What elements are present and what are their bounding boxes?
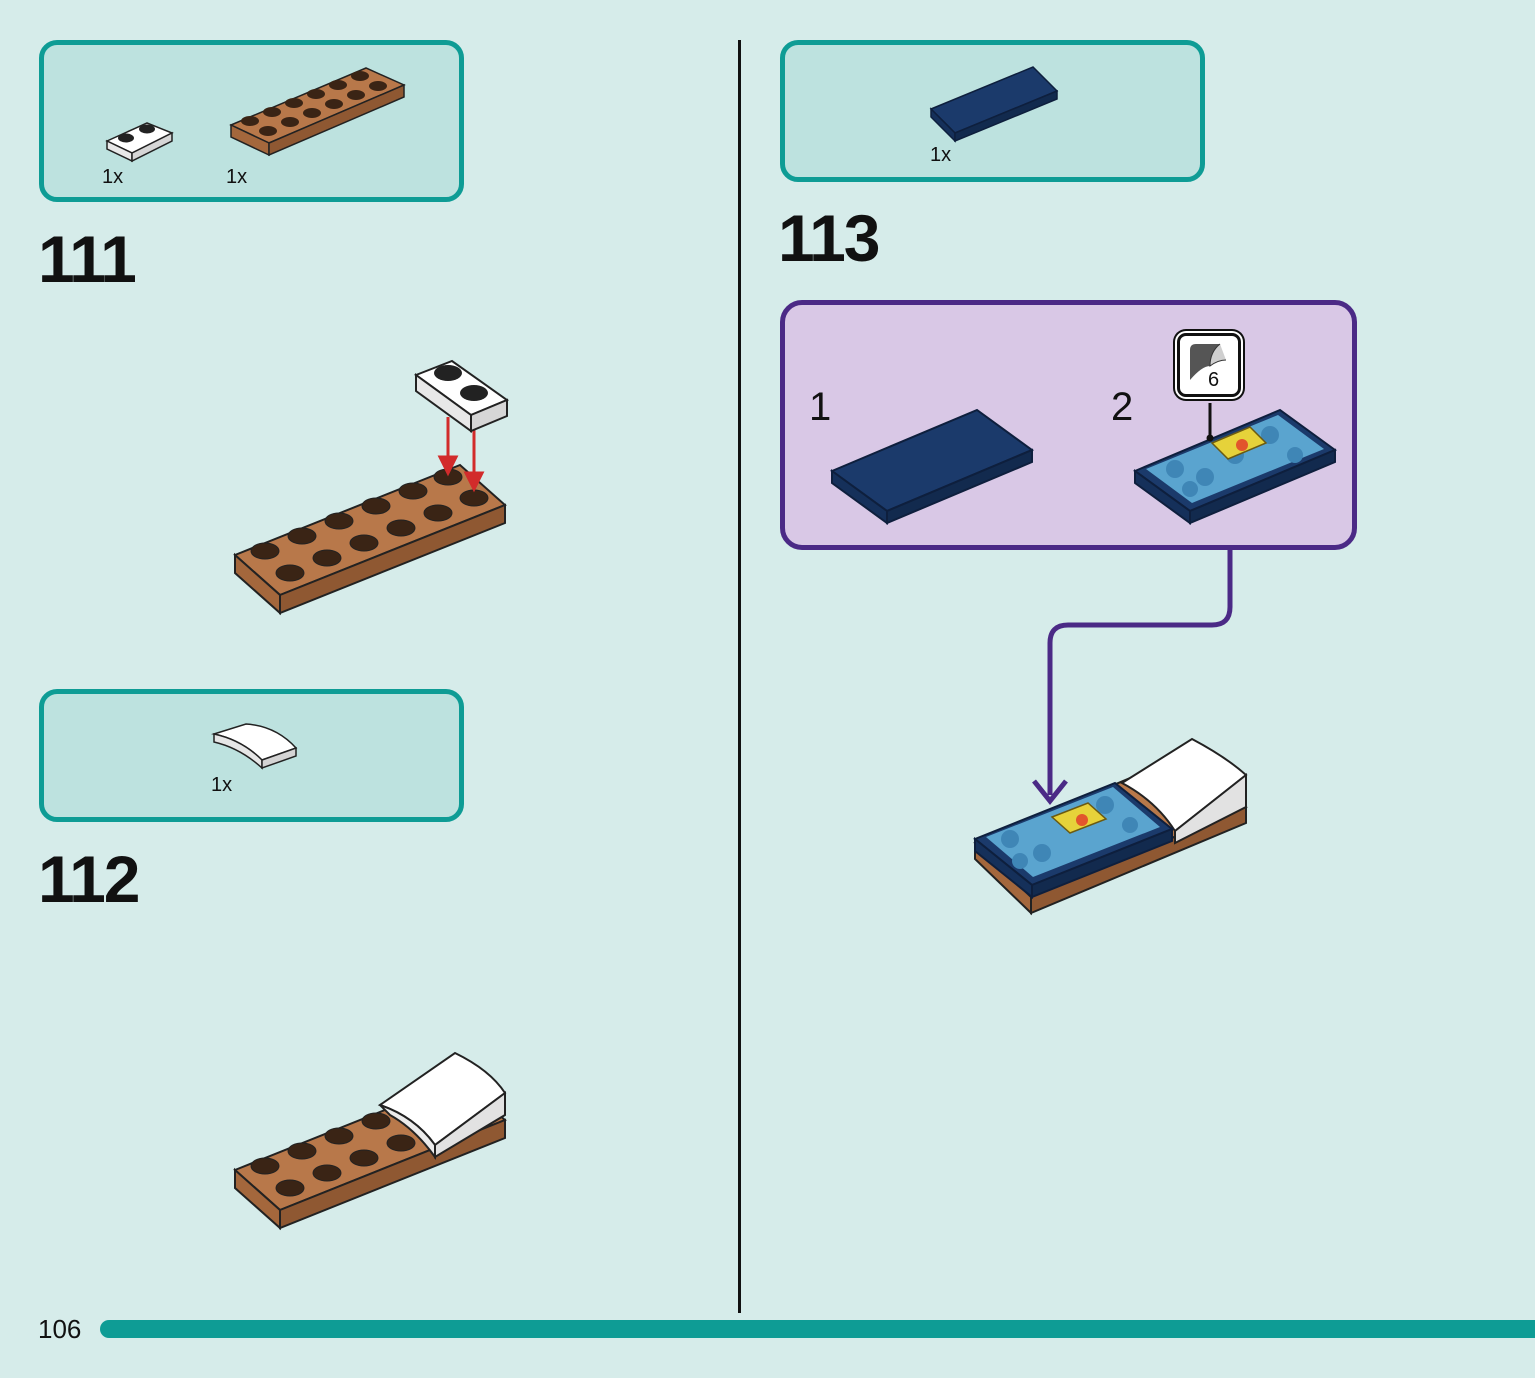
substep-connector-arrow — [1032, 545, 1233, 806]
step-113-assembly-illustration — [973, 737, 1248, 916]
white-plate-1x2-icon — [105, 122, 174, 163]
quantity-label: 1x — [102, 166, 124, 188]
dark-blue-tile-2x4-icon — [929, 66, 1059, 143]
substep-number-2: 2 — [1111, 385, 1134, 429]
step-number-111: 111 — [38, 222, 137, 296]
step-111-assembly-illustration — [233, 359, 510, 616]
substep-box: 1 2 6 — [780, 300, 1357, 550]
substep-2-printed-tile — [1132, 408, 1338, 525]
quantity-label: 1x — [226, 166, 248, 188]
parts-box-step-112: 1x — [39, 689, 464, 822]
column-divider — [738, 40, 741, 1313]
sticker-callout-line — [1206, 403, 1214, 442]
substep-1-dark-blue-tile — [829, 408, 1035, 525]
step-number-113: 113 — [778, 201, 880, 275]
step-number-112: 112 — [38, 842, 140, 916]
quantity-label: 1x — [930, 144, 952, 166]
sticker-sheet-number: 6 — [1208, 369, 1220, 391]
substep-number-1: 1 — [809, 385, 832, 429]
page-number: 106 — [38, 1314, 82, 1344]
parts-box-step-113: 1x — [780, 40, 1205, 182]
sticker-sheet-icon — [1190, 343, 1227, 380]
white-curved-slope-icon — [211, 723, 298, 770]
quantity-label: 1x — [211, 774, 233, 796]
brown-plate-2x6-icon — [229, 67, 406, 157]
progress-bar — [100, 1320, 1535, 1338]
step-112-assembly-illustration — [233, 1051, 507, 1231]
sticker-callout-box: 6 — [1177, 333, 1241, 397]
parts-box-step-111: 1x 1x — [39, 40, 464, 202]
